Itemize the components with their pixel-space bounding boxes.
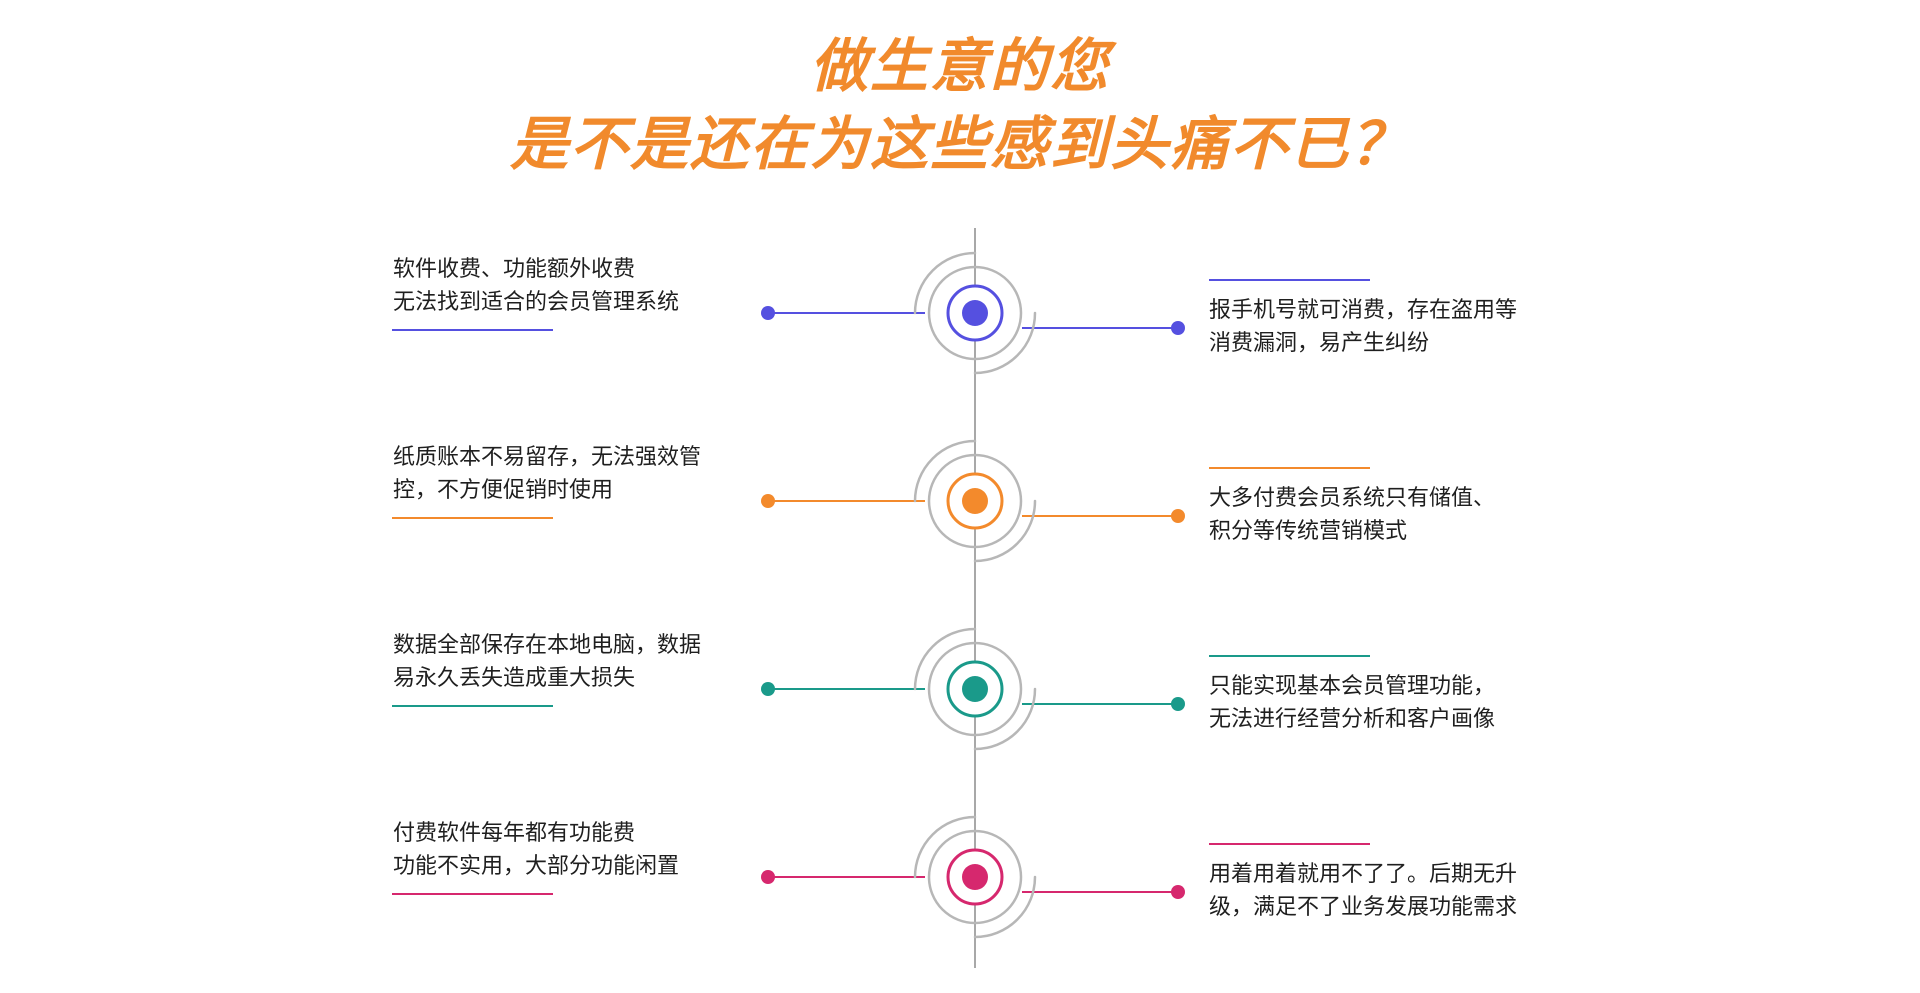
row-3 (392, 627, 1370, 751)
left-connector-dot (761, 494, 775, 508)
ring-arc-top-left (913, 815, 977, 879)
outer-ring (927, 829, 1023, 925)
text-line: 用着用着就用不了了。后期无升 (1209, 862, 1518, 887)
text-line: 易永久丢失造成重大损失 (393, 666, 636, 691)
text-line: 报手机号就可消费，存在盗用等 (1209, 298, 1518, 323)
text-line: 无法找到适合的会员管理系统 (393, 290, 680, 315)
row-4 (392, 815, 1370, 939)
right-problem-text: 只能实现基本会员管理功能， 无法进行经营分析和客户画像 (1209, 670, 1569, 736)
outer-ring (927, 265, 1023, 361)
outer-ring (927, 453, 1023, 549)
left-connector-dot (761, 306, 775, 320)
text-line: 纸质账本不易留存，无法强效管 (393, 445, 702, 470)
right-connector-dot (1171, 509, 1185, 523)
text-line: 消费漏洞，易产生纠纷 (1209, 331, 1430, 356)
ring-arc-top-left (913, 627, 977, 691)
right-problem-text: 报手机号就可消费，存在盗用等消费漏洞，易产生纠纷 (1209, 294, 1569, 360)
ring-arc-bottom-right (973, 875, 1037, 939)
row-2 (392, 439, 1370, 563)
heading-line-1: 做生意的您 (809, 32, 1110, 100)
text-line: 功能不实用，大部分功能闲置 (393, 854, 680, 879)
left-connector-dot (761, 682, 775, 696)
ring-arc-bottom-right (973, 687, 1037, 751)
text-line: 大多付费会员系统只有储值、 (1209, 486, 1496, 511)
right-connector-dot (1171, 697, 1185, 711)
left-problem-text: 纸质账本不易留存，无法强效管控，不方便促销时使用 (393, 441, 753, 507)
ring-arc-bottom-right (973, 311, 1037, 375)
outer-ring (927, 641, 1023, 737)
text-line: 只能实现基本会员管理功能， (1209, 674, 1496, 699)
left-problem-text: 数据全部保存在本地电脑，数据易永久丢失造成重大损失 (393, 629, 753, 695)
left-problem-text: 付费软件每年都有功能费功能不实用，大部分功能闲置 (393, 817, 753, 883)
node-dot (962, 864, 988, 890)
ring-arc-top-left (913, 251, 977, 315)
text-line: 软件收费、功能额外收费 (393, 257, 636, 282)
node-dot (962, 488, 988, 514)
right-problem-text: 用着用着就用不了了。后期无升级，满足不了业务发展功能需求 (1209, 858, 1569, 924)
text-line: 级，满足不了业务发展功能需求 (1209, 895, 1518, 920)
right-connector-dot (1171, 885, 1185, 899)
node-dot (962, 300, 988, 326)
text-line: 数据全部保存在本地电脑，数据 (393, 633, 702, 658)
right-problem-text: 大多付费会员系统只有储值、积分等传统营销模式 (1209, 482, 1569, 548)
ring-arc-top-left (913, 439, 977, 503)
text-line: 控，不方便促销时使用 (393, 478, 614, 503)
text-line: 积分等传统营销模式 (1209, 519, 1408, 544)
ring-arc-bottom-right (973, 499, 1037, 563)
heading-line-2: 是不是还在为这些感到头痛不已？ (509, 110, 1410, 178)
left-problem-text: 软件收费、功能额外收费无法找到适合的会员管理系统 (393, 253, 753, 319)
text-line: 付费软件每年都有功能费 (393, 821, 636, 846)
node-dot (962, 676, 988, 702)
text-line: 无法进行经营分析和客户画像 (1209, 707, 1496, 732)
right-connector-dot (1171, 321, 1185, 335)
left-connector-dot (761, 870, 775, 884)
row-1 (392, 251, 1370, 375)
